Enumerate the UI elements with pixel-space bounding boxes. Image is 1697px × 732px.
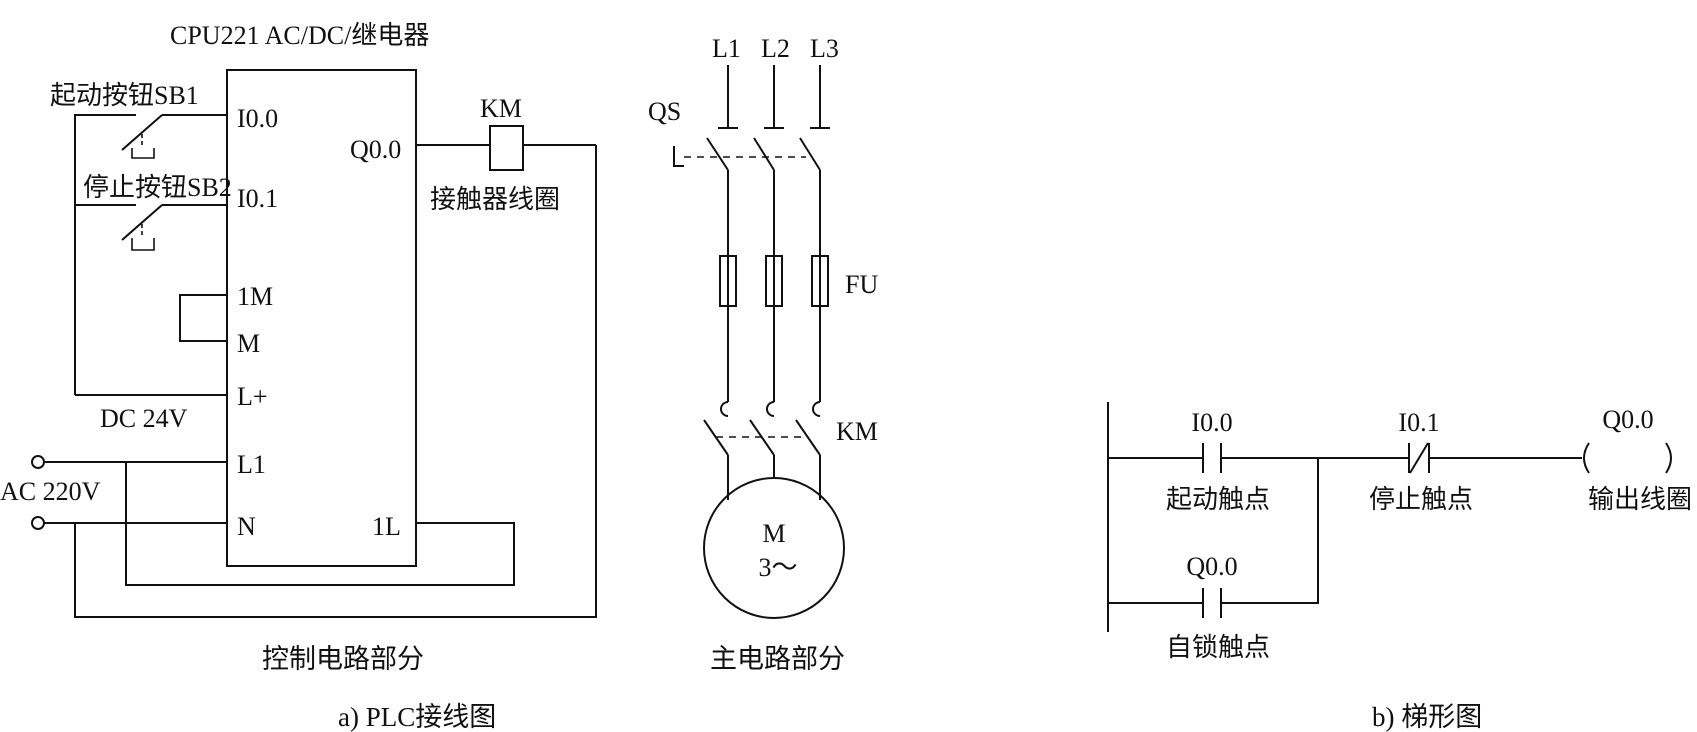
qs-label: QS	[648, 97, 681, 126]
stop-contact-addr: I0.1	[1398, 408, 1439, 437]
motor-phase-label: 3～	[758, 553, 797, 582]
pin-lplus: L+	[237, 382, 268, 411]
plc-title: CPU221 AC/DC/继电器	[170, 21, 429, 50]
main-section-label: 主电路部分	[710, 644, 845, 674]
sb1-wire-top	[74, 114, 136, 395]
phase-l2-label: L2	[761, 34, 790, 63]
pin-m: M	[237, 329, 260, 358]
output-coil-right	[1665, 442, 1672, 474]
qs-blade-1	[706, 137, 729, 171]
m-jumper	[179, 294, 227, 342]
output-coil-left	[1583, 442, 1590, 474]
stop-contact-slash	[1409, 442, 1429, 474]
sb2-push-head	[131, 238, 155, 251]
fu-label: FU	[845, 270, 878, 299]
start-contact-addr: I0.0	[1191, 408, 1232, 437]
control-circuit: CPU221 AC/DC/继电器 I0.0 I0.1 1M M L+ L1 N …	[0, 21, 597, 674]
pin-i00: I0.0	[237, 104, 278, 133]
motor-label: M	[762, 519, 785, 548]
km-coil-tag: KM	[480, 94, 522, 123]
sb1-contact-blade	[121, 114, 163, 151]
pin-i01: I0.1	[237, 184, 278, 213]
control-section-label: 控制电路部分	[262, 644, 424, 674]
output-coil-label: 输出线圈	[1588, 485, 1692, 514]
caption-b: b) 梯形图	[1372, 702, 1482, 732]
ac-terminal-top	[31, 455, 45, 469]
caption-a: a) PLC接线图	[338, 702, 496, 732]
dc-24v-label: DC 24V	[100, 404, 188, 433]
sb2-contact-blade	[121, 204, 163, 241]
phase-l1-label: L1	[712, 34, 741, 63]
start-contact-label: 起动触点	[1166, 485, 1270, 514]
stop-contact-label: 停止触点	[1369, 485, 1473, 514]
qs-blade-3	[799, 137, 821, 171]
qs-handle	[673, 146, 684, 167]
qs-blade-2	[753, 137, 775, 171]
km-coil-label: 接触器线圈	[430, 185, 560, 214]
km-main-label: KM	[836, 417, 878, 446]
fuse-1	[719, 255, 737, 307]
seal-contact-addr: Q0.0	[1186, 552, 1237, 581]
plc-module	[226, 69, 417, 567]
phase-l3-label: L3	[810, 34, 839, 63]
fuse-3	[811, 255, 829, 307]
km-contact-hook-3	[812, 401, 821, 417]
pin-q00: Q0.0	[350, 135, 401, 164]
seal-contact-label: 自锁触点	[1166, 633, 1270, 662]
ac-220v-label: AC 220V	[0, 477, 101, 506]
motor	[703, 477, 845, 619]
start-button-label: 起动按钮SB1	[50, 81, 199, 110]
ac-terminal-bottom	[31, 516, 45, 530]
main-circuit: L1 L2 L3 QS FU KM	[648, 34, 878, 674]
stop-button-label: 停止按钮SB2	[83, 173, 232, 202]
pin-1m: 1M	[237, 282, 273, 311]
km-coil	[489, 125, 524, 171]
km-contact-hook-1	[720, 401, 729, 417]
pin-l1: L1	[237, 450, 266, 479]
pin-n: N	[237, 512, 256, 541]
sb1-push-head	[131, 148, 155, 159]
l1-to-1l-loop	[125, 462, 515, 586]
seal-wire-b	[1221, 458, 1319, 604]
fuse-2	[765, 255, 783, 307]
ladder-diagram: I0.0 起动触点 I0.1 停止触点 Q0.0 输出线圈 Q0.0 自锁触点	[1107, 402, 1692, 662]
km-contact-hook-2	[766, 401, 775, 417]
output-coil-addr: Q0.0	[1602, 405, 1653, 434]
ac-n-down-loop	[74, 145, 597, 618]
pin-1l: 1L	[372, 512, 401, 541]
